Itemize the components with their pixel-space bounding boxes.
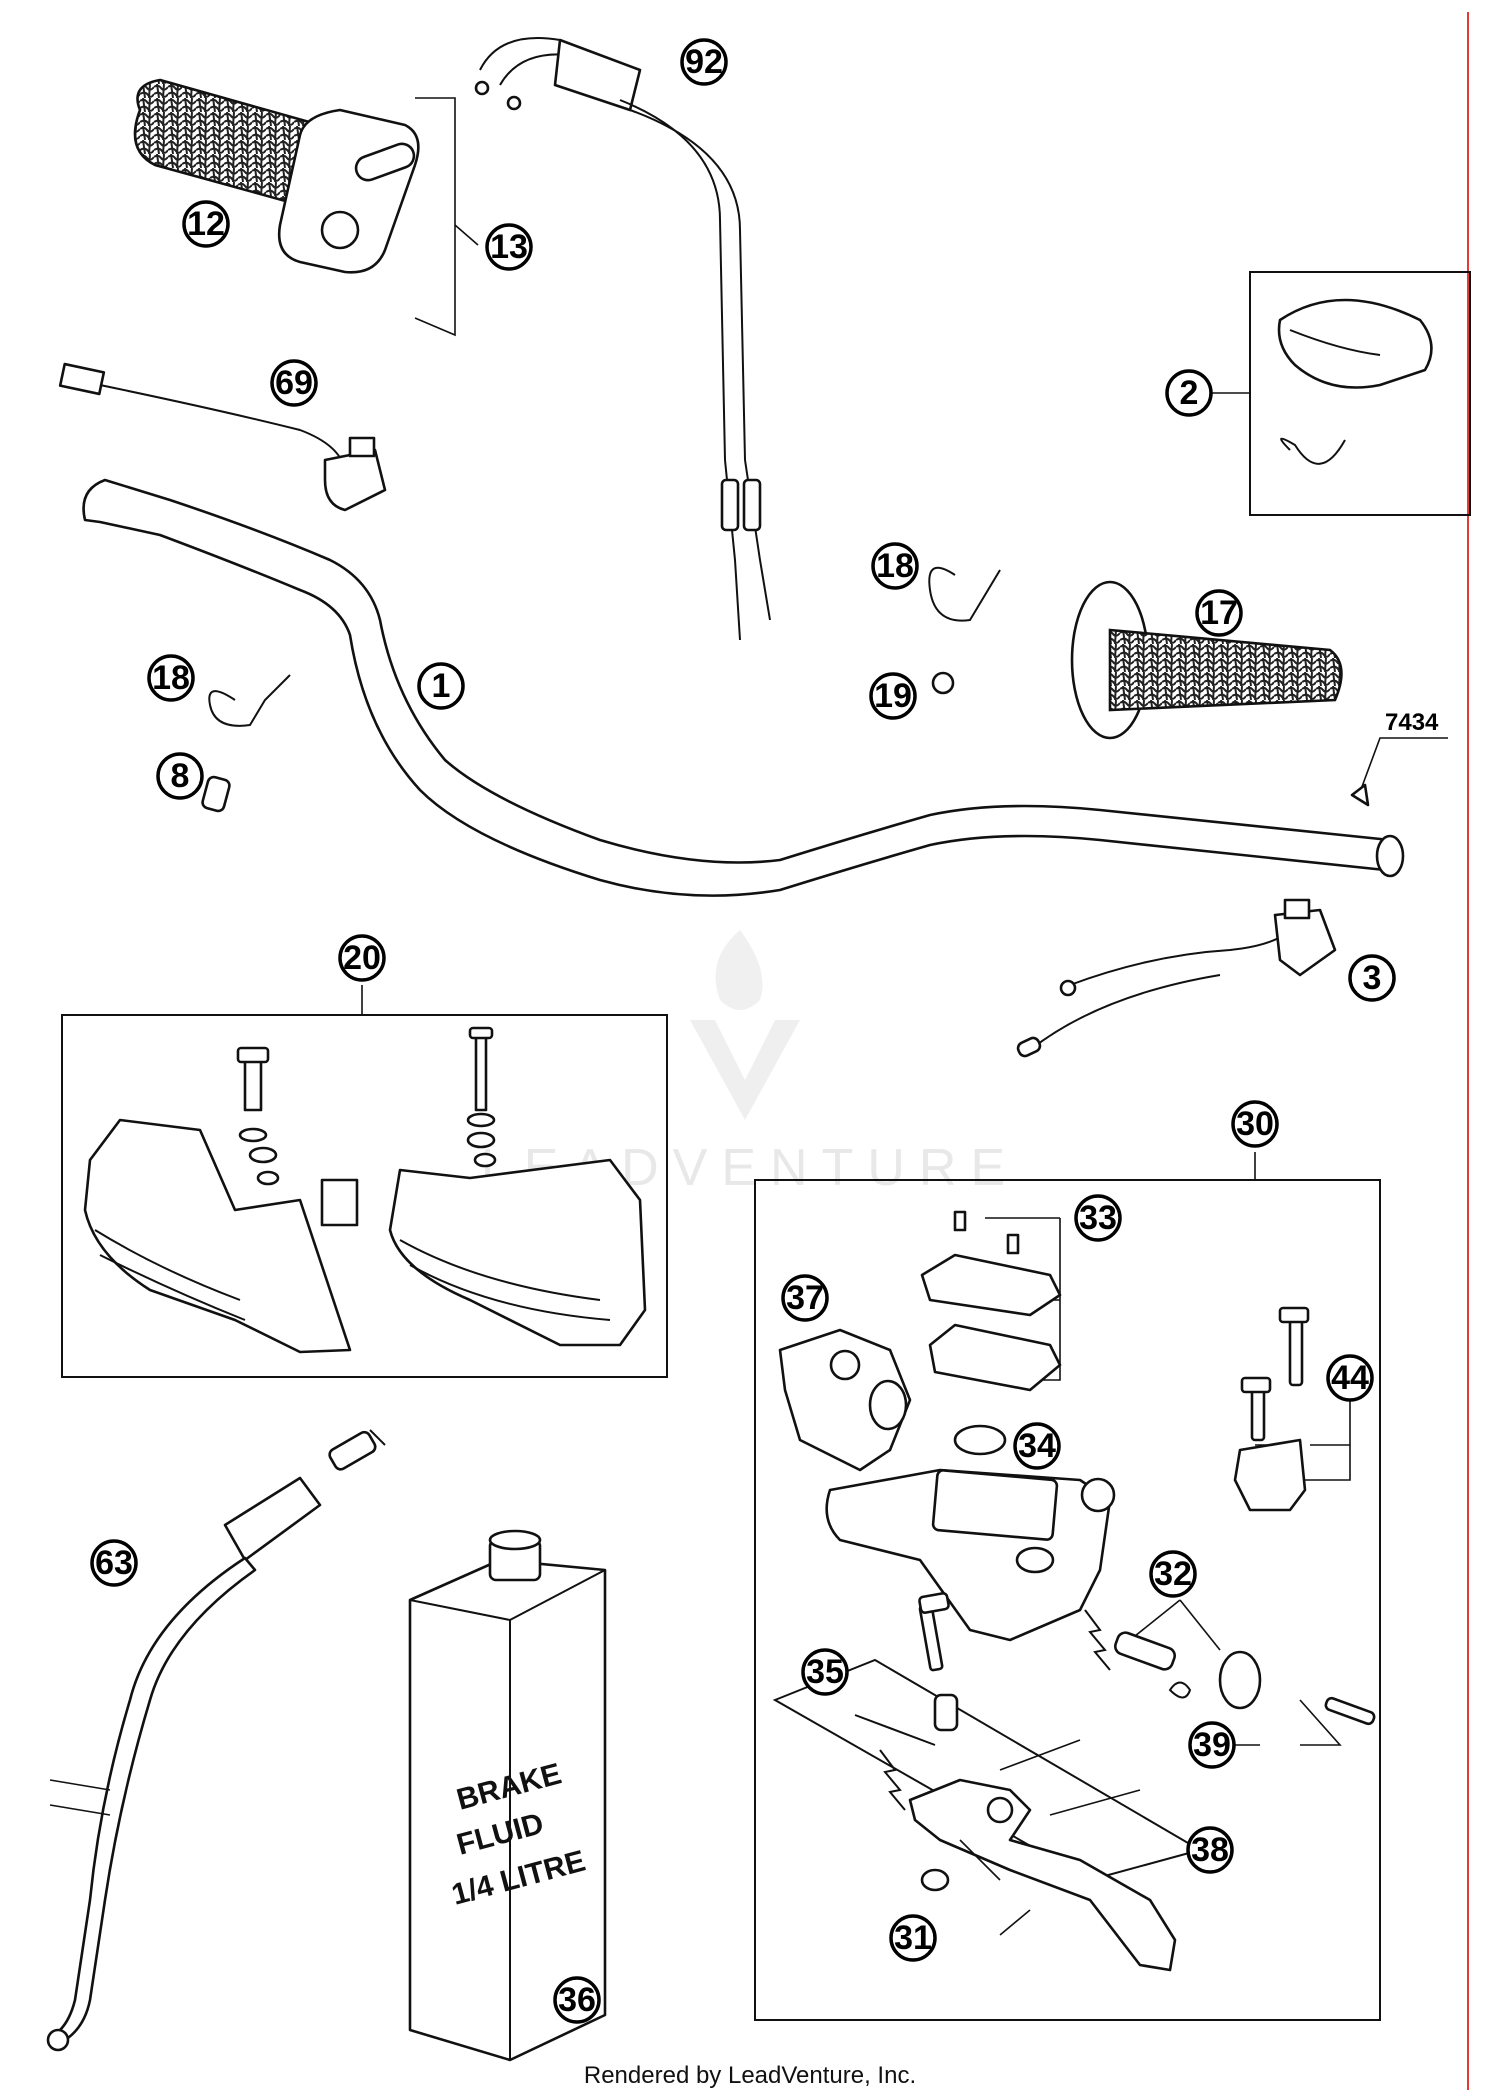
callout-69: 69 [270, 359, 318, 407]
svg-text:36: 36 [558, 1981, 596, 2019]
cable-tie-right [928, 566, 1001, 622]
callout-18-left: 18 [147, 654, 195, 702]
sleeve-8 [201, 775, 231, 813]
svg-text:20: 20 [343, 939, 381, 977]
svg-text:44: 44 [1331, 1359, 1369, 1397]
svg-text:34: 34 [1018, 1427, 1056, 1465]
footer-credit: Rendered by LeadVenture, Inc. [583, 2062, 917, 2089]
callout-37: 37 [781, 1274, 829, 1322]
bracket-13 [414, 97, 456, 337]
svg-text:33: 33 [1079, 1199, 1117, 1237]
svg-text:13: 13 [490, 228, 528, 266]
bar-pad-cap [1277, 298, 1433, 465]
callout-20: 20 [338, 934, 386, 982]
handlebar-clamp [1233, 1306, 1310, 1512]
svg-text:18: 18 [152, 659, 190, 697]
callout-34: 34 [1013, 1422, 1061, 1470]
callout-2: 2 [1165, 369, 1213, 417]
clamp-cover [778, 1328, 912, 1472]
svg-text:92: 92 [685, 43, 723, 81]
kill-switch [58, 362, 387, 512]
svg-text:69: 69 [275, 364, 313, 402]
nut-19 [931, 671, 955, 695]
svg-text:12: 12 [187, 205, 225, 243]
handlebar [82, 478, 1405, 897]
cable-tie-left [208, 674, 291, 727]
box-20 [61, 1014, 668, 1378]
svg-text:2: 2 [1180, 374, 1199, 412]
svg-text:32: 32 [1154, 1555, 1192, 1593]
svg-text:19: 19 [874, 677, 912, 715]
svg-text:30: 30 [1236, 1105, 1274, 1143]
svg-text:38: 38 [1191, 1831, 1229, 1869]
hand-guards [83, 1026, 647, 1354]
svg-text:18: 18 [876, 547, 914, 585]
master-cylinder [825, 1468, 1116, 1642]
svg-text:37: 37 [786, 1279, 824, 1317]
svg-text:63: 63 [95, 1544, 133, 1582]
callout-12: 12 [182, 200, 230, 248]
callout-31: 31 [889, 1914, 937, 1962]
callout-8: 8 [156, 752, 204, 800]
svg-text:31: 31 [894, 1919, 932, 1957]
callout-38: 38 [1186, 1826, 1234, 1874]
label-7434: 7434 [1385, 709, 1439, 736]
callout-13: 13 [485, 223, 533, 271]
callout-32: 32 [1149, 1550, 1197, 1598]
brake-fluid-can: BRAKE FLUID 1/4 LITRE [408, 1529, 607, 2062]
brake-lever [854, 1592, 1177, 1972]
bar-end-plug [1350, 783, 1370, 807]
switch-3 [1016, 898, 1337, 1058]
callout-35: 35 [801, 1648, 849, 1696]
leader-7434 [1359, 737, 1448, 793]
callout-30: 30 [1231, 1100, 1279, 1148]
left-grip [1070, 580, 1343, 740]
reservoir-cap [920, 1210, 1062, 1392]
callout-63: 63 [90, 1539, 138, 1587]
callout-33: 33 [1074, 1194, 1122, 1242]
callout-92: 92 [680, 38, 728, 86]
callout-36: 36 [553, 1976, 601, 2024]
diaphragm-34 [953, 1424, 1007, 1456]
callout-18-right: 18 [871, 542, 919, 590]
callout-19: 19 [869, 672, 917, 720]
pushrod-39 [1324, 1696, 1376, 1726]
box-30 [754, 1179, 1381, 2021]
callout-3: 3 [1348, 954, 1396, 1002]
callout-17: 17 [1195, 589, 1243, 637]
throttle-grip [133, 78, 420, 274]
svg-text:39: 39 [1193, 1726, 1231, 1764]
watermark: LEADVENTURE [481, 930, 1005, 1197]
brake-line [46, 1429, 386, 2052]
callout-1: 1 [417, 662, 465, 710]
svg-text:35: 35 [806, 1653, 844, 1691]
callout-44: 44 [1326, 1354, 1374, 1402]
throttle-cables [474, 37, 771, 641]
piston-kit [1084, 1609, 1262, 1710]
callout-39: 39 [1188, 1721, 1236, 1769]
svg-text:8: 8 [171, 757, 190, 795]
svg-text:17: 17 [1200, 594, 1238, 632]
svg-text:3: 3 [1363, 959, 1382, 997]
svg-text:1: 1 [432, 667, 451, 705]
